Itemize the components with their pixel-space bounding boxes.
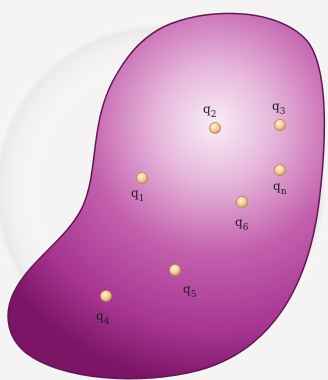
charge-dot-q2 bbox=[210, 123, 221, 134]
charge-dot-q5 bbox=[170, 265, 181, 276]
charge-dot-q6 bbox=[237, 197, 248, 208]
charge-subscript: 6 bbox=[243, 223, 249, 233]
charge-dot-qn bbox=[275, 165, 286, 176]
charge-subscript: 5 bbox=[191, 290, 197, 300]
charge-subscript: 2 bbox=[211, 110, 217, 120]
charge-subscript: 4 bbox=[104, 317, 110, 327]
charge-subscript: n bbox=[281, 187, 287, 197]
charge-dot-q1 bbox=[137, 173, 148, 184]
charge-subscript: 3 bbox=[280, 107, 286, 117]
charge-subscript: 1 bbox=[139, 194, 145, 204]
charge-dot-q4 bbox=[101, 291, 112, 302]
charge-dot-q3 bbox=[275, 120, 286, 131]
